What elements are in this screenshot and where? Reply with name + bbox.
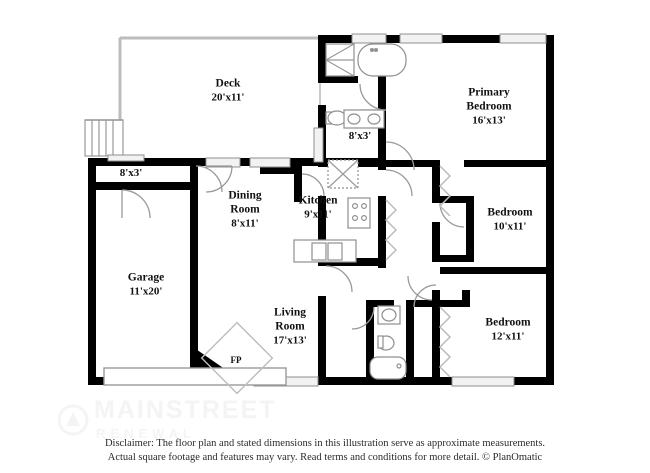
room-name-primary-bedroom-2: Bedroom — [466, 101, 512, 113]
room-dim-deck: 20'x11' — [211, 92, 244, 104]
double-vanity — [343, 109, 385, 129]
room-name-living-1: Living — [274, 307, 306, 319]
deck-stairs — [84, 119, 124, 157]
room-name-garage: Garage — [128, 272, 164, 284]
refrigerator — [327, 159, 359, 189]
room-dim-dining: 8'x11' — [231, 218, 259, 230]
room-name-dining-1: Dining — [228, 190, 261, 202]
room-label-bedroom-2: Bedroom 10'x11' — [487, 207, 533, 233]
bathroom-sink — [377, 305, 401, 325]
disclaimer-line-1: Disclaimer: The floor plan and stated di… — [104, 438, 546, 450]
room-name-deck: Deck — [216, 78, 242, 90]
shower-fixture — [325, 43, 355, 77]
room-label-dining-room: Dining Room 8'x11' — [228, 190, 261, 230]
room-name-kitchen: Kitchen — [299, 195, 339, 207]
room-label-garage: Garage 11'x20' — [128, 272, 164, 298]
disclaimer: Disclaimer: The floor plan and stated di… — [0, 437, 650, 465]
room-label-deck: Deck 20'x11' — [211, 78, 244, 104]
room-dim-garage: 11'x20' — [129, 286, 162, 298]
fixtures — [293, 43, 407, 380]
closet-bifold-doors — [384, 165, 452, 378]
room-name-bedroom-2: Bedroom — [487, 207, 533, 219]
small-space-dim-left: 8'x3' — [120, 167, 143, 179]
garage-door — [103, 367, 287, 386]
kitchen-counter — [293, 239, 357, 263]
room-label-living-room: Living Room 17'x13' — [273, 307, 307, 347]
room-dim-bedroom-2: 10'x11' — [493, 221, 526, 233]
toilet-hall — [377, 335, 395, 351]
room-label-primary-bedroom: Primary Bedroom 16'x13' — [466, 87, 512, 127]
room-name-dining-2: Room — [230, 204, 260, 216]
fireplace-label: FP — [231, 355, 242, 365]
room-dim-primary-bedroom: 16'x13' — [472, 115, 506, 127]
room-label-kitchen: Kitchen 9'x11' — [299, 195, 339, 221]
room-name-primary-bedroom-1: Primary — [468, 87, 510, 99]
small-space-dim-center: 8'x3' — [349, 130, 372, 142]
fireplace: FP — [200, 321, 274, 395]
room-dim-living: 17'x13' — [273, 335, 307, 347]
room-labels: Deck 20'x11' Primary Bedroom 16'x13' Bed… — [120, 78, 533, 347]
room-dim-kitchen: 9'x11' — [304, 209, 332, 221]
bathtub-primary — [357, 43, 407, 77]
disclaimer-line-2: Actual square footage and features may v… — [107, 452, 543, 464]
room-label-bedroom-3: Bedroom 12'x11' — [485, 317, 531, 343]
room-name-bedroom-3: Bedroom — [485, 317, 531, 329]
room-name-living-2: Room — [275, 321, 305, 333]
toilet-primary — [325, 110, 347, 126]
range-cooktop — [347, 197, 371, 229]
room-dim-bedroom-3: 12'x11' — [491, 331, 524, 343]
bathtub-hall — [369, 356, 407, 380]
